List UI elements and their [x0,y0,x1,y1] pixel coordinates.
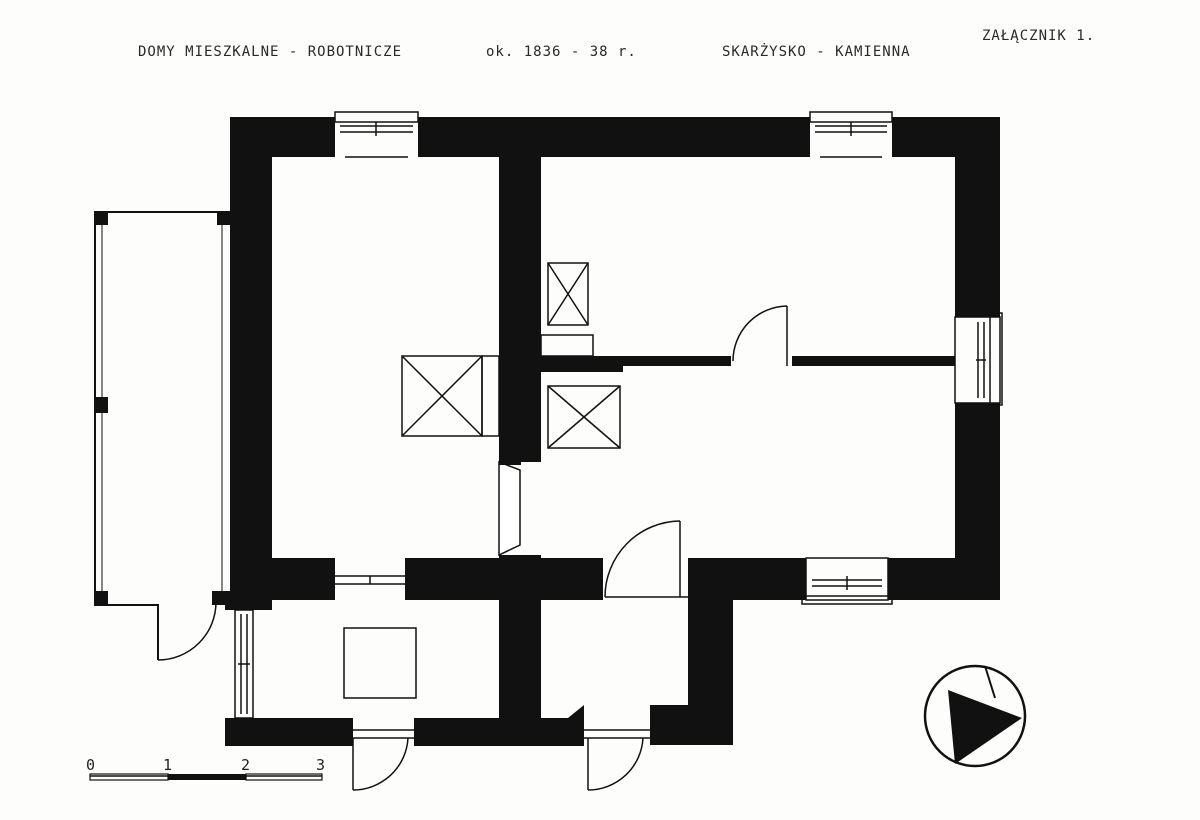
stove-west-annex [343,627,417,699]
chamfer [650,705,666,745]
wall-segment [499,117,541,462]
window-interior [335,575,405,585]
partitions [541,356,955,372]
door-vestibule-south [584,729,650,791]
stove-north-east [540,262,594,357]
scale-label-2: 2 [241,756,250,774]
partition-wall [792,356,955,366]
chamfer [518,640,541,670]
window-north-west [334,111,419,158]
door-interior-north [732,305,788,366]
vestibule-chamfers [518,640,711,745]
scale-label-0: 0 [86,756,95,774]
scale-label-1: 1 [163,756,172,774]
chamfer [568,705,584,745]
window-east [954,312,1003,406]
annex-label: ZAŁĄCZNIK 1. [982,28,1096,44]
drawing-title: DOMY MIESZKALNE - ROBOTNICZE [138,44,403,60]
stove-south-east [547,385,621,449]
window-north-east [809,111,893,158]
wall-segment [955,117,1000,317]
wall-segment [888,558,1000,600]
west-shed [94,211,231,661]
window-west-annex [234,609,254,719]
stoves [343,262,621,699]
door-annex-south [352,729,414,791]
walls [225,117,1000,746]
wall-segment [225,718,255,746]
chamfer [688,640,711,670]
door-vestibule-north [604,520,688,598]
window-south-east [801,557,893,605]
wall-segment [405,558,541,600]
oven-niche [498,440,521,557]
scale-bar: 0 1 2 3 [86,756,325,781]
drawing-date: ok. 1836 - 38 r. [486,44,637,60]
wall-segment [225,600,255,610]
wall-segment [230,117,272,610]
wall-segment [414,718,584,746]
doors [352,305,788,791]
wall-segment [541,558,603,600]
stove-west [401,355,500,437]
scale-label-3: 3 [316,756,325,774]
windows [234,111,1003,719]
drawing-location: SKARŻYSKO - KAMIENNA [722,44,911,60]
wall-segment [230,558,335,600]
wall-segment [418,117,810,157]
north-arrow-icon [923,664,1027,768]
partition-wall [541,366,623,372]
partition-wall [541,356,731,366]
